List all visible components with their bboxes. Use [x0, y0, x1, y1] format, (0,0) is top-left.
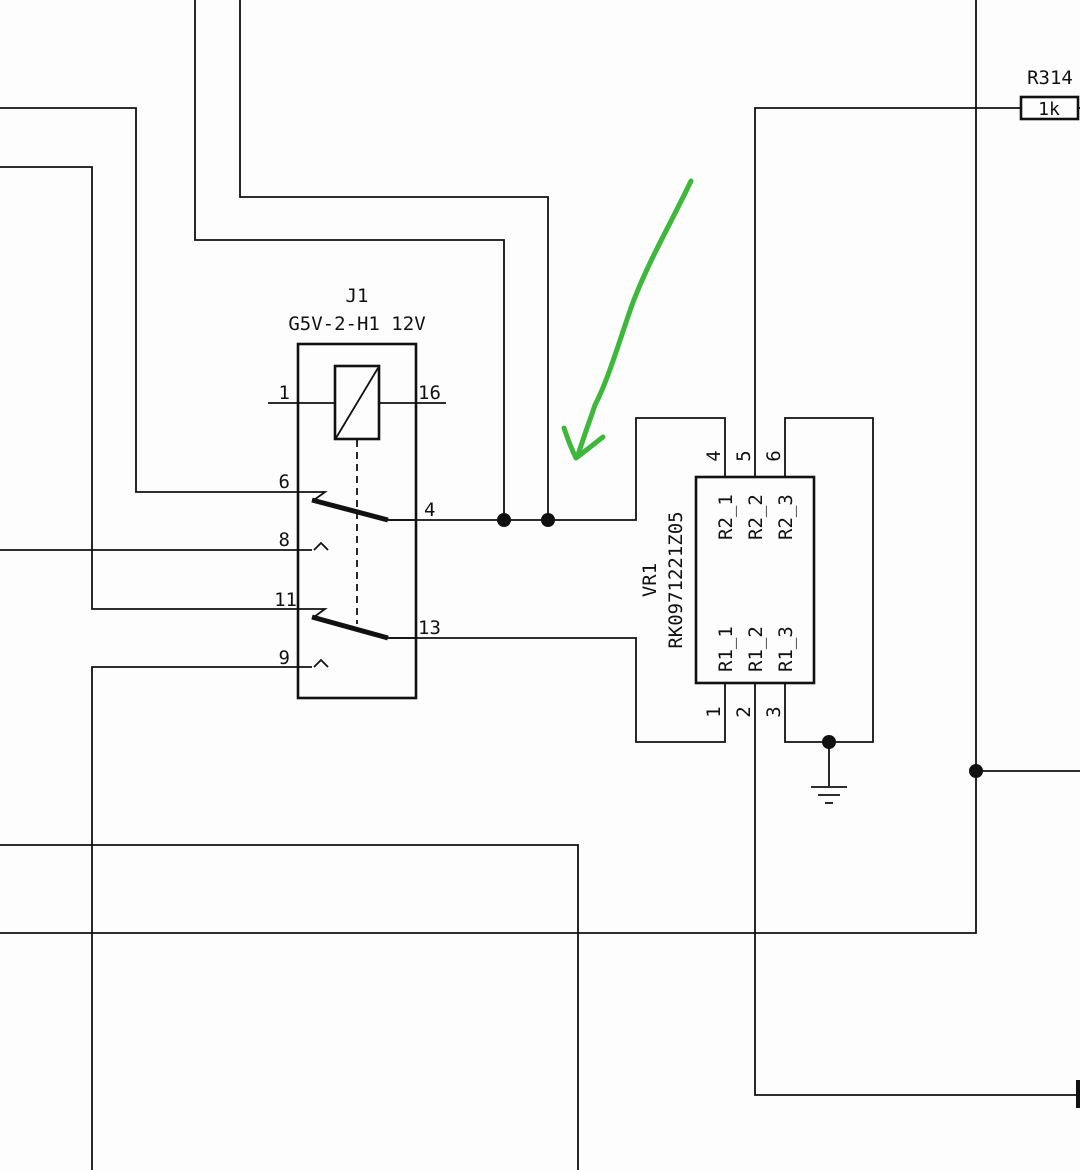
contact-nc-2	[312, 608, 328, 618]
junctions	[497, 513, 983, 778]
pin-number: 6	[279, 471, 290, 493]
arrow-shaft	[575, 178, 694, 458]
wire-pin13-to-pot	[388, 637, 726, 743]
pin-number: 3	[763, 706, 785, 717]
pin-number: 13	[418, 617, 441, 639]
pin-number: 6	[763, 450, 785, 461]
pot-value: RK0971221Z05	[665, 511, 687, 648]
potentiometer-vr1: VR1 RK0971221Z05 R2_1 R2_2 R2_3 R1_1 R1_…	[639, 450, 816, 718]
pin-number: 4	[424, 499, 435, 521]
wire-bottom	[0, 844, 579, 1170]
contact-nc-1	[312, 491, 328, 501]
wire-top-b	[239, 0, 549, 520]
resistor-value: 1k	[1038, 99, 1060, 120]
relay-j1: J1 G5V-2-H1 12V 1 16 6 4 8 11 13 9	[268, 285, 446, 700]
pin-number: 1	[279, 382, 290, 404]
switch-blade-2	[311, 614, 389, 641]
relay-ref: J1	[346, 285, 369, 307]
resistor-ref: R314	[1027, 67, 1073, 89]
pin-number: 4	[703, 450, 725, 461]
wire-pin4-to-pot	[388, 417, 726, 521]
pot-label: R1_2	[745, 626, 767, 672]
pin-number: 16	[418, 382, 441, 404]
ground-symbol	[811, 786, 847, 804]
relay-body	[296, 342, 418, 700]
pot-body	[694, 475, 816, 685]
resistor-r314: R314 1k	[1019, 67, 1080, 121]
wire-pot2-down	[754, 683, 1080, 1096]
coil-slash	[335, 367, 379, 439]
pot-label: R1_3	[775, 626, 797, 672]
wire-pin11	[0, 166, 312, 610]
switch-blade-1	[311, 497, 389, 523]
wire-pin6	[0, 107, 312, 493]
wire-top-a	[194, 0, 505, 520]
arrow-head	[561, 425, 606, 461]
pot-label: R2_3	[775, 494, 797, 540]
junction-dot	[822, 735, 836, 749]
pot-label: R2_1	[715, 494, 737, 540]
resistor-body	[1019, 95, 1080, 121]
pin-number: 8	[279, 529, 290, 551]
pin-number: 11	[274, 589, 297, 611]
pin-number: 9	[279, 647, 290, 669]
junction-dot	[541, 513, 555, 527]
pin-number: 2	[733, 706, 755, 717]
junction-dot	[497, 513, 511, 527]
wire-pot5-to-r314	[754, 107, 1021, 477]
pin-number: 5	[733, 450, 755, 461]
contact-no-2	[313, 658, 329, 668]
pin-number: 1	[703, 706, 725, 717]
relay-value: G5V-2-H1 12V	[288, 313, 425, 335]
wire-right-vertical	[0, 0, 977, 934]
pot-ref: VR1	[639, 563, 661, 597]
wire-pin9	[91, 666, 312, 1170]
wire-pot6-to-pot3	[784, 417, 874, 743]
junction-dot	[969, 764, 983, 778]
pot-label: R2_2	[745, 494, 767, 540]
annotation-arrow	[561, 178, 694, 461]
contact-no-1	[313, 541, 329, 551]
pot-label: R1_1	[715, 626, 737, 672]
